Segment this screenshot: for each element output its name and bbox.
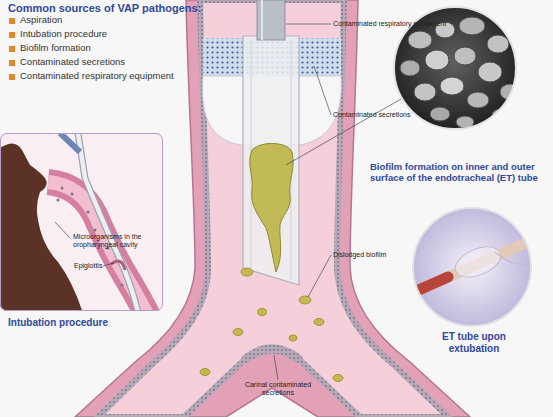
bullet-square: [9, 46, 15, 52]
microorganism: [71, 193, 74, 196]
sem-cell: [487, 35, 509, 53]
microorganism: [121, 284, 124, 287]
sem-cell: [459, 17, 485, 35]
endotracheal-tube: [243, 36, 299, 285]
panel-caption: ET tube upon extubation: [429, 331, 519, 354]
callout-label: Dislodged biofilm: [333, 251, 433, 259]
leader-line: [103, 263, 114, 266]
dislodged-biofilm: [333, 375, 343, 382]
sem-cell: [454, 47, 476, 65]
bullet-item: Intubation procedure: [20, 29, 240, 40]
panel-caption: Intubation procedure: [8, 317, 168, 329]
bullet-square: [9, 32, 15, 38]
leader-line: [286, 24, 331, 25]
callout-label: Contaminated secretions: [333, 111, 453, 119]
biofilm: [250, 143, 293, 272]
leader-line: [308, 255, 331, 297]
leader-line: [55, 222, 70, 238]
callout-label: Carinal contaminated secretions: [238, 381, 318, 397]
microorganism: [61, 187, 64, 190]
bullet-item: Contaminated respiratory equipment: [20, 71, 240, 82]
bullet-square: [9, 60, 15, 66]
patient-face: [0, 143, 85, 311]
callout-label: Epiglottis: [74, 262, 114, 270]
sem-cell: [467, 92, 489, 108]
extubated-tube-photo: [413, 208, 531, 326]
sem-cell: [500, 84, 520, 100]
diagram-title: Common sources of VAP pathogens:: [8, 2, 268, 15]
bullet-item: Biofilm formation: [20, 43, 240, 54]
dislodged-biofilm: [233, 329, 243, 336]
dislodged-biofilm: [289, 335, 297, 341]
pilot-line: [495, 252, 540, 264]
dislodged-biofilm: [258, 309, 267, 316]
sem-cell: [440, 77, 464, 95]
sem-cell: [408, 31, 432, 49]
dislodged-biofilm: [200, 369, 210, 376]
leader-line: [314, 66, 331, 115]
biofilm: [241, 268, 253, 276]
tube-connector: [257, 0, 285, 40]
sem-cell: [425, 50, 449, 70]
tube-body: [405, 237, 540, 296]
carinal-secretions: [244, 349, 300, 360]
epiglottis: [111, 261, 125, 270]
photo-circle: ET tube upon extubation: [412, 207, 532, 327]
sem-cell: [456, 116, 474, 128]
tube-outline: [78, 133, 140, 311]
microorganism: [87, 211, 90, 214]
laryngoscope: [60, 133, 80, 152]
sem-cell: [478, 62, 502, 82]
callout-label: Microorganisms in the oropharyngeal cavi…: [73, 233, 151, 249]
callout-label: Contaminated respiratory equipment: [333, 20, 473, 28]
bullet-item: Contaminated secretions: [20, 57, 240, 68]
sem-cell: [492, 109, 508, 121]
dislodged-biofilm: [314, 319, 324, 326]
leader-line: [274, 355, 278, 380]
connector-highlight: [261, 0, 263, 40]
panel-caption: Biofilm formation on inner and outer sur…: [370, 162, 553, 184]
bullet-item: Aspiration: [20, 15, 240, 26]
bullet-square: [9, 74, 15, 80]
sem-cell: [400, 60, 420, 76]
extubated-tube: [405, 237, 540, 296]
sem-cell: [414, 83, 436, 101]
dislodged-biofilm: [299, 296, 311, 304]
leader-line: [286, 99, 401, 165]
bullet-square: [9, 18, 15, 24]
tube-cuff: [451, 241, 505, 284]
inset-panel: Microorganisms in the oropharyngeal cavi…: [0, 133, 163, 311]
microorganism: [57, 199, 60, 202]
sem-cell: [430, 107, 450, 121]
intubation-scene: [0, 133, 150, 311]
microorganism: [94, 229, 97, 232]
sem-cells: [400, 17, 520, 128]
tube-tip: [405, 277, 448, 296]
inset-tube: [78, 133, 140, 311]
